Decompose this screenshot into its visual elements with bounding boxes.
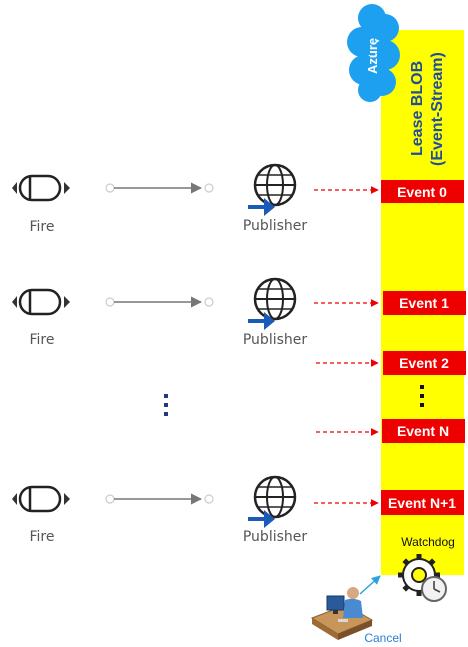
fire-label-1: Fire [30,219,55,235]
globe-publisher-icon [248,277,297,330]
fire-label-2: Fire [30,332,55,348]
fire-label-3: Fire [30,529,55,545]
connector-2 [105,296,214,308]
publisher-label-1: Publisher [243,218,308,234]
globe-publisher-icon [248,163,297,216]
cancel-arrow [359,575,381,595]
publisher-node-3: Publisher [243,475,308,545]
publisher-node-1: Publisher [243,163,308,234]
fire-node-2: Fire [12,288,70,348]
publisher-label-2: Publisher [243,332,308,348]
lease-blob-label-line2: (Event-Stream) [429,52,446,166]
event-box-1 [383,291,466,315]
ellipsis-vertical-right [420,385,424,407]
watchdog-label: Watchdog [401,535,455,549]
event-box-n [382,419,465,443]
event-box-0 [381,180,464,203]
event-label-1: Event 1 [399,295,449,311]
ellipsis-vertical-left [164,394,168,416]
publisher-node-2: Publisher [243,277,308,348]
globe-publisher-icon [248,475,297,528]
event-label-n1: Event N+1 [388,495,456,511]
cancel-label: Cancel [364,631,401,645]
event-box-n1 [381,490,464,515]
fire-node-3: Fire [12,485,70,545]
fire-trigger-icon [12,288,70,316]
azure-label: Azure [365,38,380,74]
event-box-2 [383,351,466,375]
azure-cloud-icon: Azure [347,4,400,102]
fire-node-1: Fire [12,174,70,235]
operator-at-desk-icon [310,587,374,640]
fire-trigger-icon [12,174,70,202]
event-label-2: Event 2 [399,355,449,371]
connector-1 [105,182,214,194]
connector-3 [105,493,214,505]
event-label-n: Event N [397,423,449,439]
lease-blob-label-line1: Lease BLOB [409,61,426,156]
event-label-0: Event 0 [397,184,447,200]
publisher-label-3: Publisher [243,529,308,545]
fire-trigger-icon [12,485,70,513]
gear-clock-icon [398,554,447,602]
